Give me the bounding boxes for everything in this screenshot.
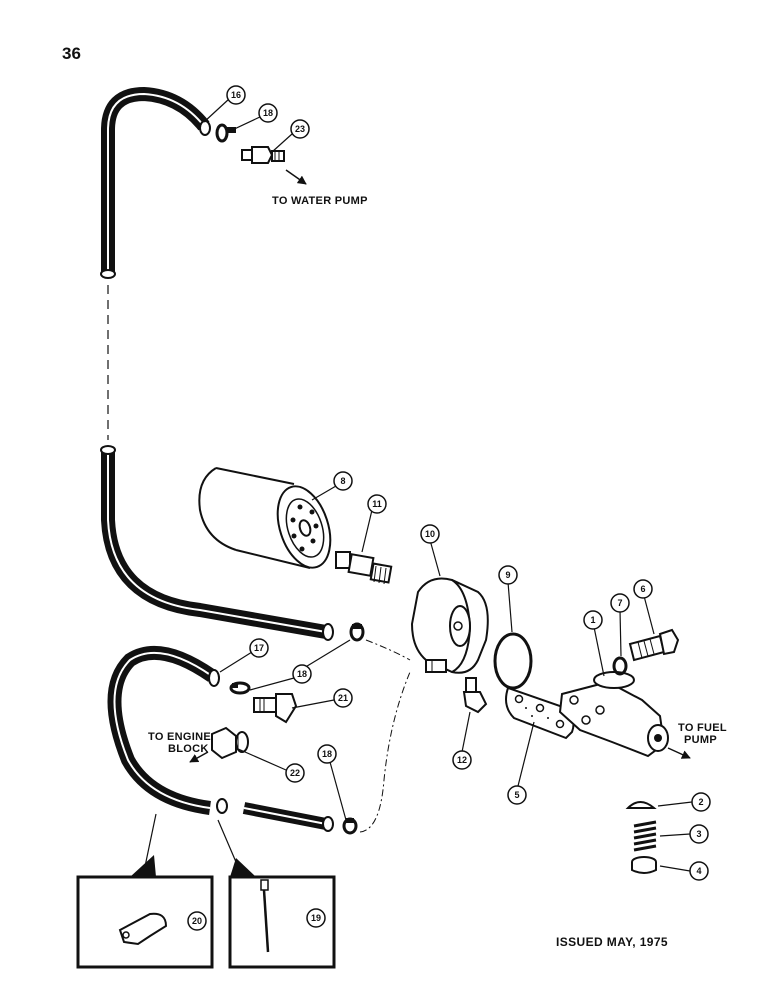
callout-2: 2 <box>691 792 711 812</box>
callout-22: 22 <box>285 763 305 783</box>
svg-text:3: 3 <box>696 829 701 839</box>
svg-text:18: 18 <box>297 669 307 679</box>
inset-box-cable-tie <box>217 819 336 969</box>
svg-text:22: 22 <box>290 768 300 778</box>
curved-hose <box>107 645 228 815</box>
note-to-engine-block-line2: BLOCK <box>168 743 209 755</box>
callout-21: 21 <box>333 688 353 708</box>
svg-text:9: 9 <box>505 570 510 580</box>
elbow-fitting <box>253 693 298 724</box>
svg-text:7: 7 <box>617 598 622 608</box>
relief-spring <box>633 820 657 852</box>
upper-hose <box>100 86 211 279</box>
clamp-oil-cooler <box>349 622 365 642</box>
clamp-elbow <box>229 681 251 695</box>
callout-9: 9 <box>498 565 518 585</box>
callout-7: 7 <box>610 593 630 613</box>
svg-text:6: 6 <box>640 584 645 594</box>
callout-17: 17 <box>249 638 269 658</box>
water-pump-fitting <box>241 146 285 164</box>
callout-18-bottom: 18 <box>317 744 337 764</box>
note-to-fuel-pump-line2: PUMP <box>684 734 717 746</box>
note-to-water-pump: TO WATER PUMP <box>272 195 368 207</box>
callout-1: 1 <box>583 610 603 630</box>
note-to-engine-block-line1: TO ENGINE <box>148 731 212 743</box>
callout-20: 20 <box>187 911 207 931</box>
oil-cooler <box>410 577 489 674</box>
callout-8: 8 <box>333 471 353 491</box>
note-to-fuel-pump-line1: TO FUEL <box>678 722 727 734</box>
filter-adapter <box>335 551 393 585</box>
svg-text:23: 23 <box>295 124 305 134</box>
svg-text:21: 21 <box>338 693 348 703</box>
svg-text:10: 10 <box>425 529 435 539</box>
valve-fitting <box>462 677 488 714</box>
callout-16: 16 <box>226 85 246 105</box>
upper-hose-clamp <box>215 123 236 143</box>
callout-10: 10 <box>420 524 440 544</box>
flow-line-upper <box>365 639 411 661</box>
lower-hose <box>100 445 334 641</box>
oil-filter <box>198 467 332 569</box>
callout-3: 3 <box>689 824 709 844</box>
callout-19: 19 <box>306 908 326 928</box>
svg-text:20: 20 <box>192 916 202 926</box>
o-ring <box>493 632 533 690</box>
svg-text:12: 12 <box>457 755 467 765</box>
svg-text:8: 8 <box>340 476 345 486</box>
svg-text:17: 17 <box>254 643 264 653</box>
svg-text:19: 19 <box>311 913 321 923</box>
cap-screw <box>628 628 680 662</box>
callout-11: 11 <box>367 494 387 514</box>
callout-18-top: 18 <box>258 103 278 123</box>
svg-text:4: 4 <box>696 866 701 876</box>
flow-line-lower <box>359 671 411 833</box>
filter-base-housing <box>558 671 669 758</box>
svg-text:18: 18 <box>322 749 332 759</box>
callout-5: 5 <box>507 785 527 805</box>
callout-6: 6 <box>633 579 653 599</box>
callout-23: 23 <box>290 119 310 139</box>
leader-lines <box>203 98 693 872</box>
svg-text:5: 5 <box>514 790 519 800</box>
callout-4: 4 <box>689 861 709 881</box>
svg-text:2: 2 <box>698 797 703 807</box>
valve-seat <box>625 801 657 809</box>
callout-18-middle: 18 <box>292 664 312 684</box>
svg-text:16: 16 <box>231 90 241 100</box>
callout-12: 12 <box>452 750 472 770</box>
svg-text:1: 1 <box>590 615 595 625</box>
clamp-short-hose <box>342 817 358 835</box>
relief-plug <box>631 856 657 874</box>
inset-box-hose-clip <box>76 813 214 969</box>
svg-text:18: 18 <box>263 108 273 118</box>
short-hose <box>242 802 334 832</box>
lock-washer <box>612 656 628 676</box>
issued-date: ISSUED MAY, 1975 <box>556 935 669 949</box>
engine-block-fitting <box>211 726 249 760</box>
svg-text:11: 11 <box>372 499 382 509</box>
page-number: 36 <box>62 44 81 63</box>
